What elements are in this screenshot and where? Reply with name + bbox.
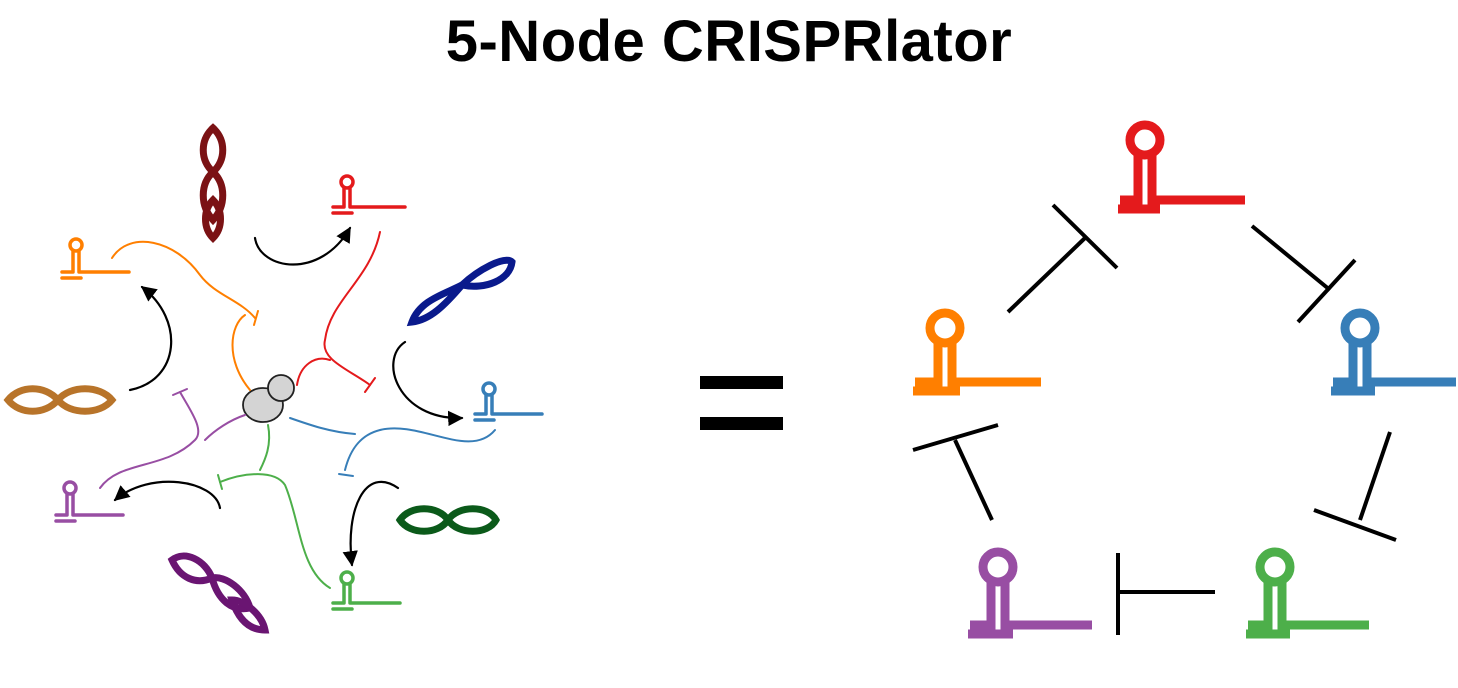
plasmid-icon — [167, 552, 270, 634]
repression-line — [259, 424, 271, 471]
node-green — [1246, 547, 1369, 639]
node-red — [1118, 120, 1245, 214]
expression-arrow — [342, 480, 400, 567]
expression-arrow — [253, 226, 352, 266]
expression-arrow — [113, 480, 222, 510]
sgRNA-icon-green — [331, 570, 402, 611]
plasmid-icon — [406, 256, 516, 327]
expression-arrow — [128, 285, 173, 392]
dcas9-icon — [242, 374, 295, 423]
mechanism-diagram — [3, 123, 544, 634]
plasmid-icon — [199, 123, 227, 243]
repression-bar — [172, 388, 188, 396]
repression-line — [296, 357, 331, 386]
node-blue — [1331, 308, 1456, 396]
repression-line — [323, 231, 381, 386]
repression-red-to-blue — [1250, 224, 1357, 324]
repression-line — [289, 417, 356, 435]
plasmid-icon — [3, 385, 117, 415]
repression-line — [344, 427, 496, 471]
repression-bar — [217, 474, 223, 490]
repression-bar — [338, 473, 354, 477]
figure-title: 5-Node CRISPRlator — [445, 9, 1013, 74]
node-purple — [968, 547, 1092, 639]
repression-bar — [253, 310, 259, 326]
repression-purple-to-orange — [912, 423, 999, 521]
repression-line — [99, 391, 200, 489]
repression-line — [231, 314, 251, 391]
sgRNA-icon-red — [331, 174, 407, 215]
repression-bar — [364, 377, 376, 393]
sgRNA-icon-blue — [473, 381, 544, 422]
repression-blue-to-green — [1313, 431, 1397, 542]
repression-green-to-purple — [1116, 553, 1215, 635]
repression-network — [912, 120, 1456, 639]
plasmid-icon — [395, 505, 500, 535]
repression-line — [219, 473, 331, 589]
repression-line — [204, 414, 246, 441]
expression-arrow — [392, 340, 464, 427]
node-orange — [913, 308, 1041, 396]
repression-orange-to-red — [1006, 203, 1119, 314]
sgRNA-icon-purple — [54, 480, 125, 523]
repression-line — [111, 240, 256, 319]
sgRNA-icon-orange — [60, 237, 131, 280]
equals-sign — [700, 376, 783, 430]
